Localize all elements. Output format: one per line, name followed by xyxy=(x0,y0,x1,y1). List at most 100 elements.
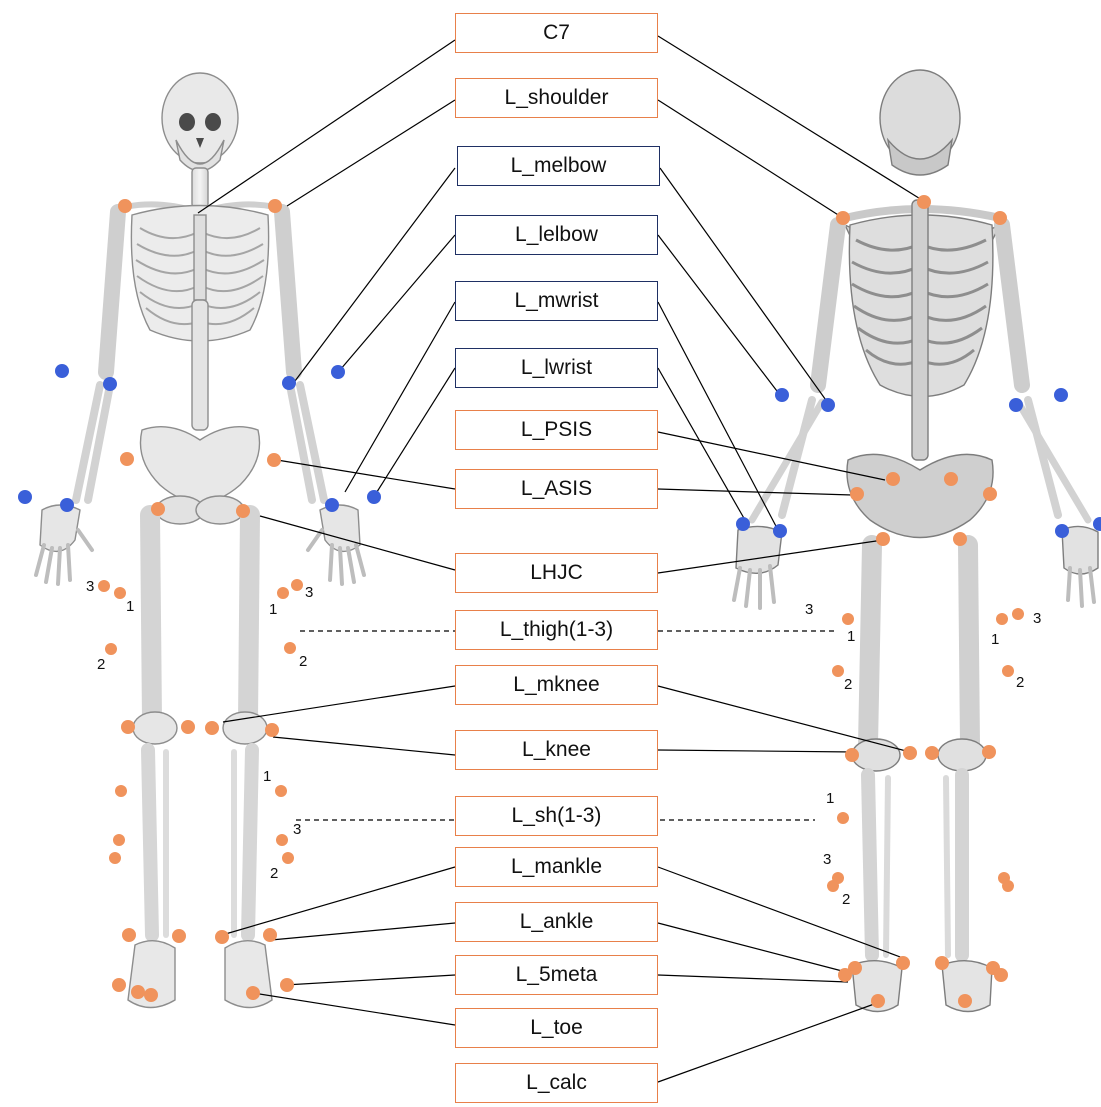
marker xyxy=(60,498,74,512)
marker xyxy=(115,785,127,797)
marker xyxy=(246,986,260,1000)
cluster-number: 1 xyxy=(263,768,271,785)
cluster-number: 1 xyxy=(126,598,134,615)
marker xyxy=(284,642,296,654)
marker xyxy=(850,487,864,501)
marker xyxy=(215,930,229,944)
label-5th-metatarsal: L_5meta xyxy=(455,955,658,995)
marker xyxy=(935,956,949,970)
cluster-number: 2 xyxy=(97,656,105,673)
cluster-number: 1 xyxy=(826,790,834,807)
marker xyxy=(113,834,125,846)
marker xyxy=(103,377,117,391)
marker xyxy=(112,978,126,992)
marker xyxy=(55,364,69,378)
cluster-number: 3 xyxy=(823,851,831,868)
marker xyxy=(275,785,287,797)
marker xyxy=(996,613,1008,625)
cluster-number: 2 xyxy=(842,891,850,908)
label-thigh: L_thigh(1-3) xyxy=(455,610,658,650)
label-toe: L_toe xyxy=(455,1008,658,1048)
marker xyxy=(325,498,339,512)
label-psis: L_PSIS xyxy=(455,410,658,450)
label-knee: L_knee xyxy=(455,730,658,770)
marker xyxy=(277,587,289,599)
marker xyxy=(773,524,787,538)
label-c7: C7 xyxy=(455,13,658,53)
marker xyxy=(1009,398,1023,412)
marker xyxy=(903,746,917,760)
marker xyxy=(836,211,850,225)
marker xyxy=(267,453,281,467)
back-skeleton xyxy=(734,70,1098,1012)
cluster-number: 3 xyxy=(805,601,813,618)
marker xyxy=(993,211,1007,225)
marker xyxy=(876,532,890,546)
marker xyxy=(276,834,288,846)
label-lateral-elbow: L_lelbow xyxy=(455,215,658,255)
marker xyxy=(1002,880,1014,892)
marker xyxy=(983,487,997,501)
marker xyxy=(845,748,859,762)
front-skeleton xyxy=(36,73,364,1008)
label-medial-ankle: L_mankle xyxy=(455,847,658,887)
cluster-number: 2 xyxy=(844,676,852,693)
label-medial-elbow: L_melbow xyxy=(457,146,660,186)
cluster-number: 3 xyxy=(86,578,94,595)
marker xyxy=(917,195,931,209)
label-shank: L_sh(1-3) xyxy=(455,796,658,836)
marker xyxy=(994,968,1008,982)
marker xyxy=(265,723,279,737)
marker xyxy=(837,812,849,824)
marker xyxy=(118,199,132,213)
label-hjc: LHJC xyxy=(455,553,658,593)
cluster-number: 2 xyxy=(299,653,307,670)
marker xyxy=(144,988,158,1002)
marker xyxy=(18,490,32,504)
marker xyxy=(982,745,996,759)
marker xyxy=(114,587,126,599)
marker xyxy=(367,490,381,504)
marker xyxy=(1055,524,1069,538)
cluster-number: 3 xyxy=(293,821,301,838)
marker xyxy=(105,643,117,655)
cluster-number: 1 xyxy=(847,628,855,645)
marker xyxy=(775,388,789,402)
marker xyxy=(280,978,294,992)
marker xyxy=(871,994,885,1008)
marker xyxy=(953,532,967,546)
marker xyxy=(1002,665,1014,677)
marker xyxy=(1093,517,1101,531)
marker xyxy=(236,504,250,518)
marker xyxy=(151,502,165,516)
label-medial-wrist: L_mwrist xyxy=(455,281,658,321)
cluster-number: 2 xyxy=(270,865,278,882)
marker xyxy=(121,720,135,734)
cluster-number: 1 xyxy=(269,601,277,618)
marker xyxy=(896,956,910,970)
cluster-number: 3 xyxy=(305,584,313,601)
marker xyxy=(1054,388,1068,402)
marker xyxy=(1012,608,1024,620)
marker xyxy=(268,199,282,213)
marker xyxy=(98,580,110,592)
marker xyxy=(958,994,972,1008)
label-asis: L_ASIS xyxy=(455,469,658,509)
marker xyxy=(886,472,900,486)
marker xyxy=(827,880,839,892)
marker xyxy=(263,928,277,942)
marker xyxy=(821,398,835,412)
marker xyxy=(282,376,296,390)
marker xyxy=(282,852,294,864)
marker xyxy=(736,517,750,531)
marker xyxy=(832,665,844,677)
marker xyxy=(925,746,939,760)
marker xyxy=(122,928,136,942)
marker xyxy=(944,472,958,486)
marker xyxy=(291,579,303,591)
marker xyxy=(172,929,186,943)
marker xyxy=(331,365,345,379)
marker xyxy=(109,852,121,864)
label-medial-knee: L_mknee xyxy=(455,665,658,705)
